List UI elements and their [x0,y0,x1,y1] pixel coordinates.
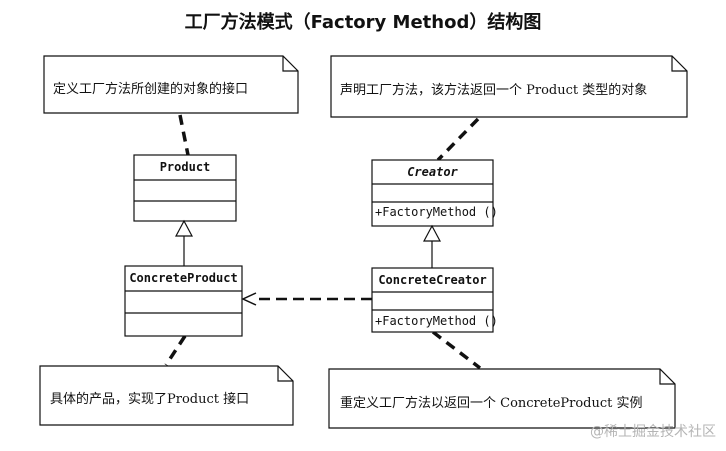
dependency-arrow [241,292,372,306]
note-link-creator [436,117,480,162]
note-top-right-shape [330,55,688,118]
class-product-shape [133,154,237,222]
note-bottom-left-text: 具体的产品，实现了Product 接口 [50,392,250,407]
note-top-left-shape [43,55,299,114]
class-creator-name: Creator [407,165,458,179]
note-top-left-text: 定义工厂方法所创建的对象的接口 [53,82,249,97]
note-bottom-right-text: 重定义工厂方法以返回一个 ConcreteProduct 实例 [340,396,643,411]
class-concrete-creator-shape [371,267,494,333]
note-top-right-text: 声明工厂方法，该方法返回一个 Product 类型的对象 [340,83,648,98]
note-link-concrete-product [164,335,187,366]
class-product-name: Product [159,160,211,174]
class-concrete-creator-method: +FactoryMethod () [375,314,498,328]
class-concrete-product-name: ConcreteProduct [129,271,238,285]
note-bottom-right-shape [328,368,676,429]
note-link-concrete-creator [431,330,482,370]
note-link-product [178,114,190,156]
note-bottom-left-shape [39,365,294,426]
class-concrete-creator-name: ConcreteCreator [378,273,487,287]
inherit-arrow-product [175,219,193,266]
class-creator-shape [371,159,494,227]
diagram-title: 工厂方法模式（Factory Method）结构图 [184,12,542,33]
watermark: @稀土掘金技术社区 [590,424,716,440]
class-concrete-product-shape [124,265,243,337]
class-creator-method: +FactoryMethod () [375,205,498,219]
inherit-arrow-creator [423,224,441,268]
